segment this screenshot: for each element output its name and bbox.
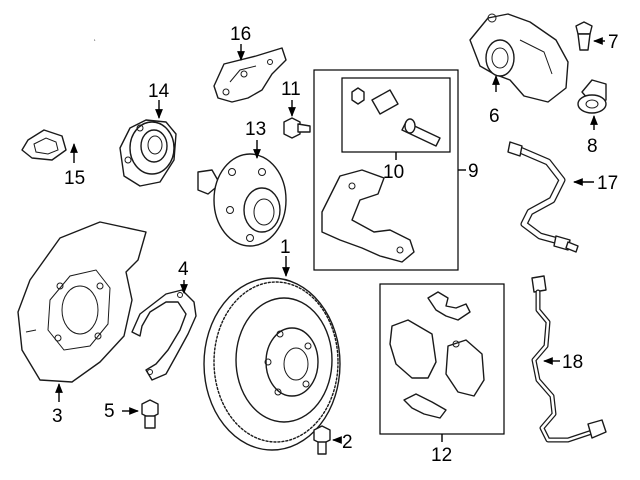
brake-rotor-part[interactable]	[203, 277, 341, 451]
callout-18: 18	[562, 352, 583, 373]
callout-9: 9	[468, 161, 479, 182]
callout-17: 17	[597, 173, 618, 194]
callout-6: 6	[489, 106, 500, 127]
callout-11: 11	[281, 79, 301, 100]
wheel-hub-part[interactable]	[197, 153, 287, 247]
callout-14: 14	[148, 81, 170, 102]
dust-shield-part[interactable]	[17, 221, 147, 383]
spring-part[interactable]	[131, 289, 197, 381]
wheel-bearing-part[interactable]	[119, 119, 177, 187]
bolt-5-part[interactable]	[141, 399, 159, 429]
bracket-part[interactable]	[213, 47, 287, 103]
bolt-2-part[interactable]	[313, 425, 331, 455]
callout-12: 12	[431, 445, 452, 466]
bolt-11-part[interactable]	[283, 117, 311, 139]
callout-16: 16	[230, 24, 251, 45]
bleeder-valve-part[interactable]	[575, 21, 593, 51]
front-wear-sensor-part[interactable]	[531, 275, 607, 443]
callout-7: 7	[608, 32, 619, 53]
callout-15: 15	[64, 168, 85, 189]
callout-5: 5	[104, 401, 115, 422]
brake-hose-part[interactable]	[507, 141, 579, 253]
guide-pin-kit-part[interactable]	[351, 87, 441, 147]
callout-2: 2	[342, 432, 353, 453]
callout-13: 13	[245, 119, 266, 140]
callout-1: 1	[280, 237, 291, 258]
callout-10: 10	[383, 162, 404, 183]
callout-3: 3	[52, 406, 63, 427]
callout-4: 4	[178, 259, 189, 280]
caliper-part[interactable]	[469, 13, 569, 103]
dust-cap-part[interactable]	[577, 79, 607, 114]
brake-pads-part[interactable]	[389, 291, 485, 419]
caliper-carrier-part[interactable]	[321, 169, 415, 263]
callout-8: 8	[587, 136, 598, 157]
wear-sensor-wire-part[interactable]	[21, 32, 124, 161]
